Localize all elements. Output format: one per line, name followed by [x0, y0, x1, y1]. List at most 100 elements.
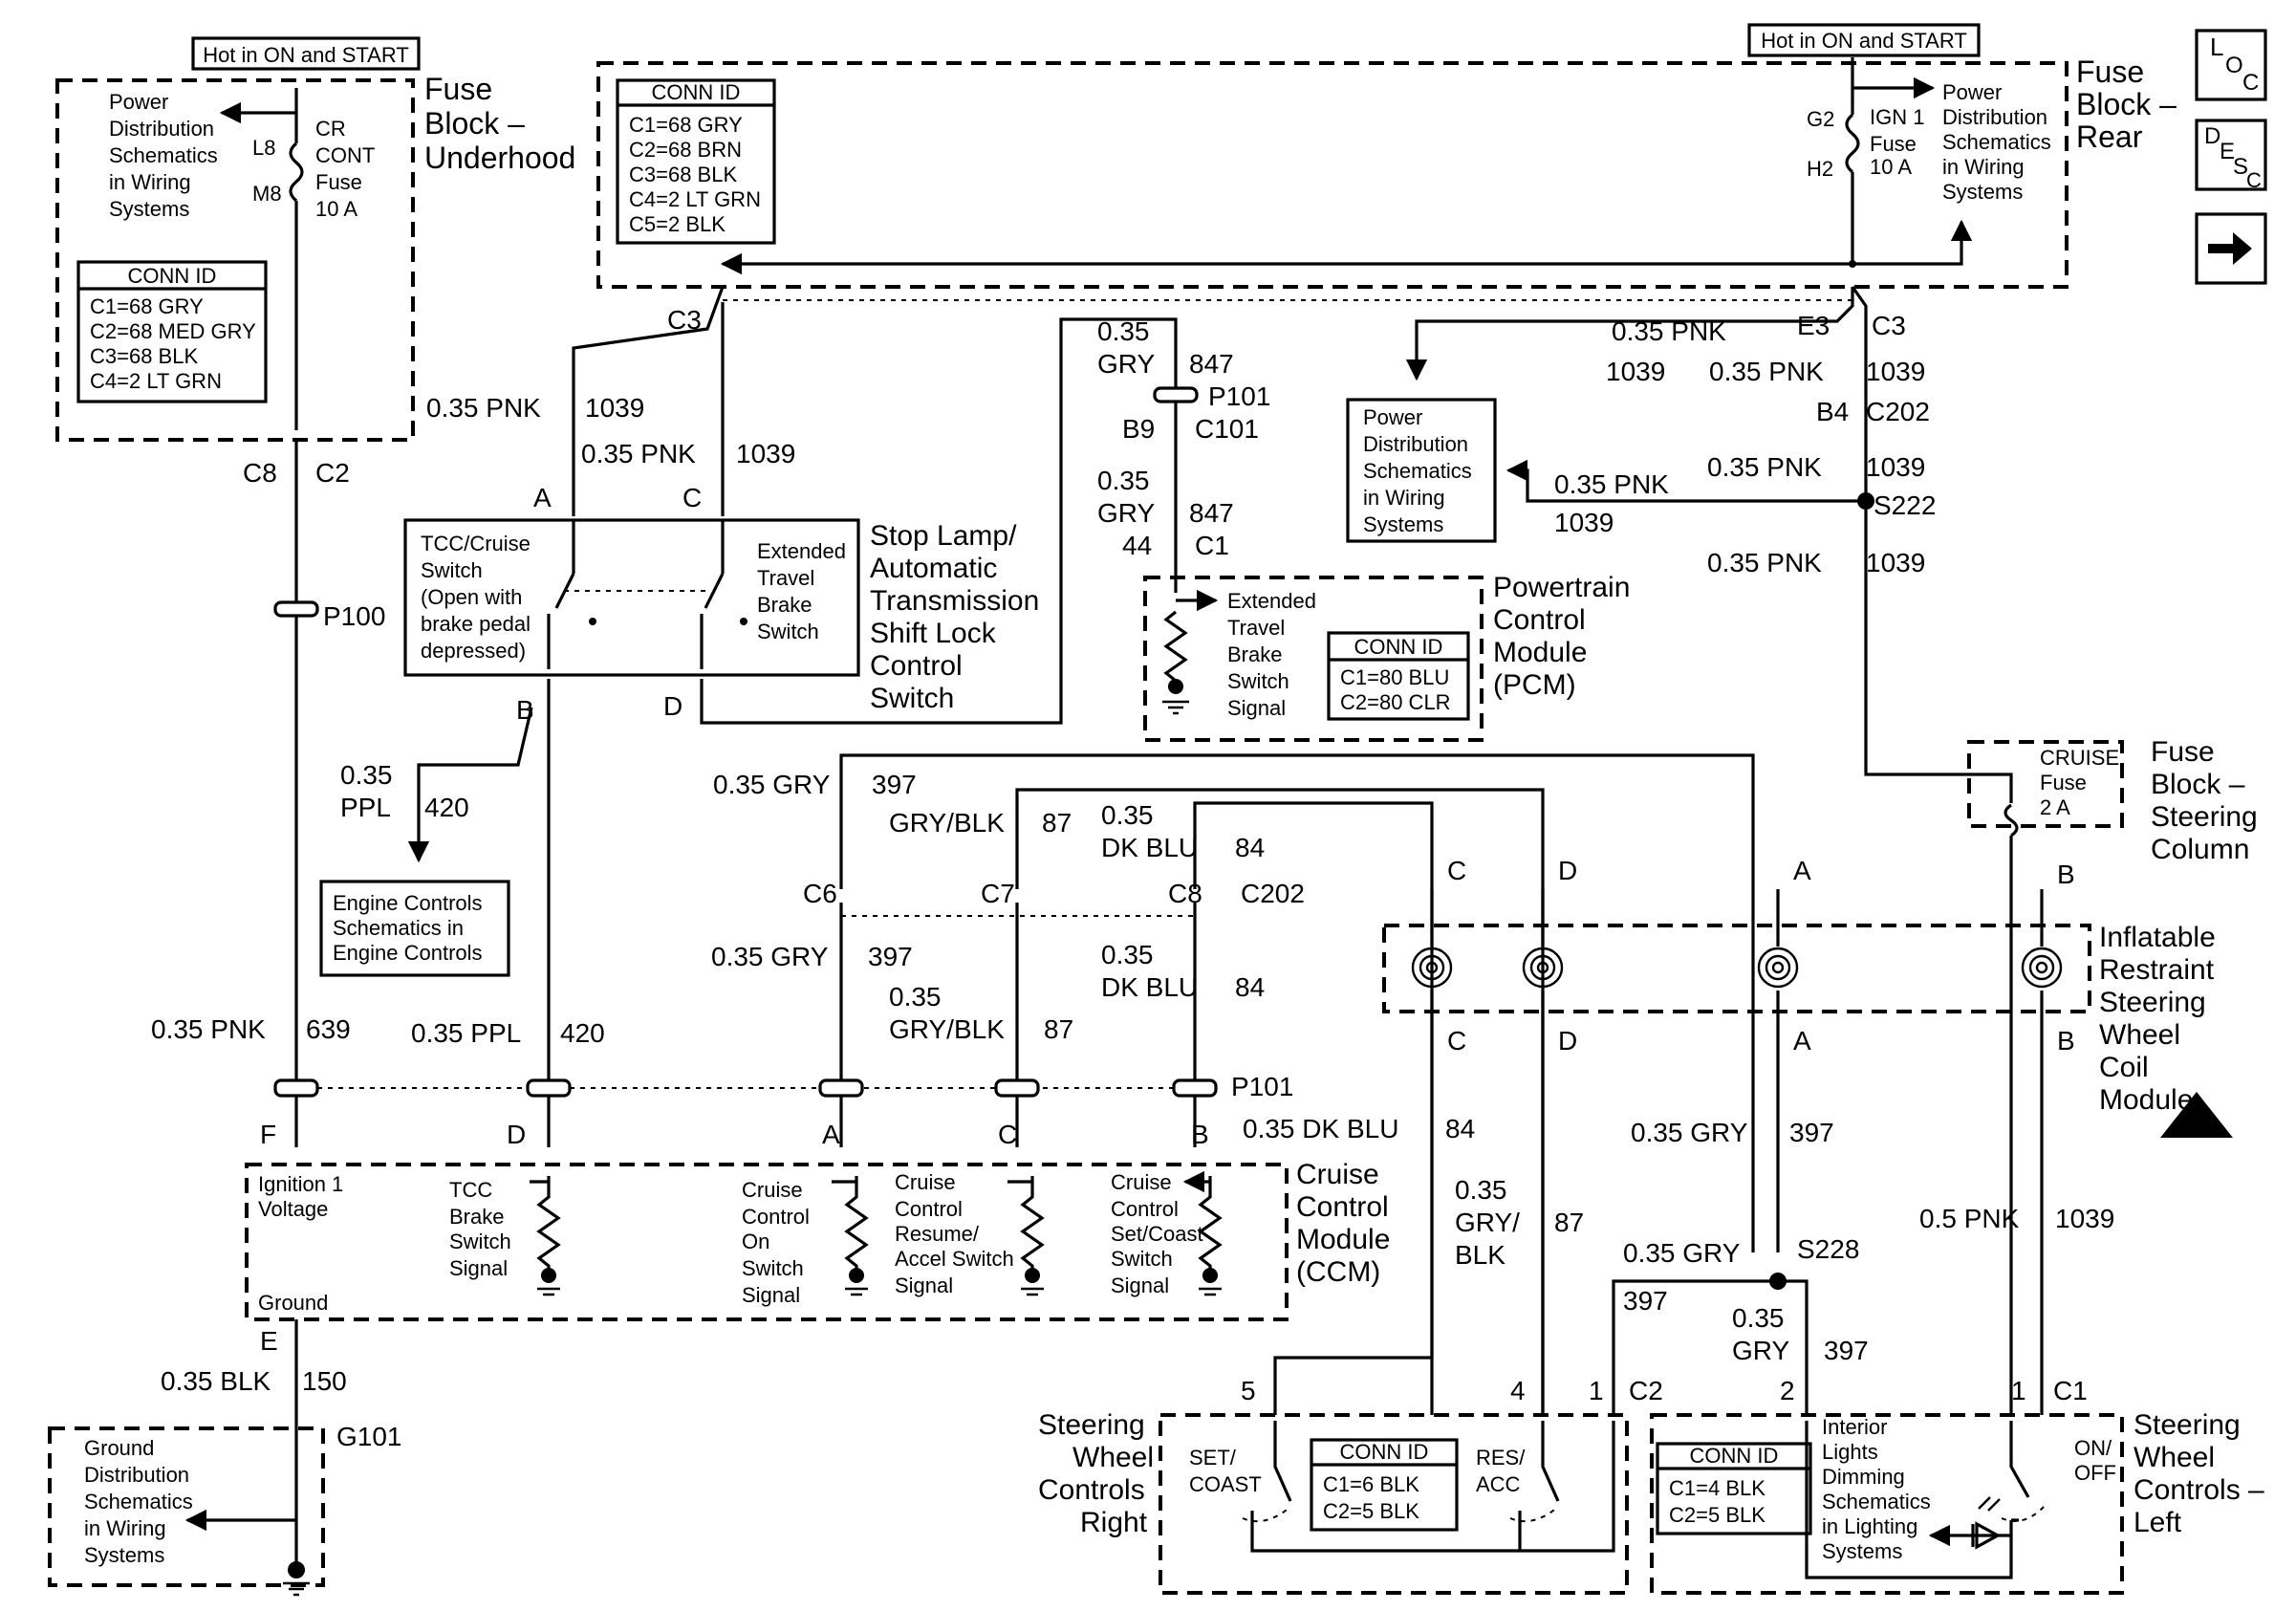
- svg-text:847: 847: [1189, 349, 1234, 379]
- svg-text:847: 847: [1189, 498, 1234, 528]
- svg-text:Switch: Switch: [757, 620, 819, 643]
- svg-text:depressed): depressed): [421, 639, 526, 663]
- svg-text:TCC/Cruise: TCC/Cruise: [421, 532, 531, 555]
- svg-text:Wheel: Wheel: [2134, 1442, 2215, 1473]
- svg-text:Coil: Coil: [2099, 1052, 2149, 1083]
- svg-text:Cruise: Cruise: [742, 1178, 803, 1202]
- svg-text:Extended: Extended: [757, 539, 846, 563]
- svg-text:Switch: Switch: [1111, 1247, 1173, 1271]
- svg-text:A: A: [822, 1120, 840, 1149]
- stop-lamp-switch: C3 0.35 PNK 1039 0.35 PNK 1039 A C B D T…: [319, 286, 1178, 1147]
- svg-text:C4=2 LT GRN: C4=2 LT GRN: [90, 369, 222, 393]
- svg-text:Hot in ON and START: Hot in ON and START: [1761, 29, 1967, 53]
- svg-text:Systems: Systems: [1363, 512, 1443, 536]
- svg-text:Power: Power: [1363, 405, 1422, 429]
- svg-text:C8: C8: [243, 458, 277, 488]
- svg-text:Power: Power: [109, 90, 168, 114]
- desc-button[interactable]: D E S C: [2195, 119, 2267, 192]
- svg-text:Ground: Ground: [258, 1291, 328, 1315]
- svg-text:L8: L8: [252, 136, 275, 160]
- svg-text:Module: Module: [2099, 1084, 2193, 1116]
- svg-text:Ignition 1: Ignition 1: [258, 1172, 343, 1196]
- svg-text:0.35 PPL: 0.35 PPL: [411, 1018, 521, 1048]
- svg-text:Signal: Signal: [1227, 696, 1286, 720]
- svg-text:C3: C3: [1872, 311, 1906, 340]
- svg-text:brake pedal: brake pedal: [421, 612, 531, 636]
- ground-section: E 0.35 BLK 150 G101 Ground Distribution …: [48, 1319, 402, 1597]
- svg-text:O: O: [2225, 53, 2243, 78]
- loc-button[interactable]: L O C: [2195, 29, 2267, 101]
- svg-text:CR: CR: [315, 117, 346, 141]
- svg-text:Control: Control: [742, 1205, 810, 1229]
- svg-text:Rear: Rear: [2076, 120, 2143, 154]
- svg-text:Block –: Block –: [424, 106, 525, 141]
- svg-text:Schematics: Schematics: [109, 143, 218, 167]
- svg-text:C: C: [2242, 70, 2259, 96]
- svg-text:Underhood: Underhood: [424, 141, 575, 175]
- svg-text:OFF: OFF: [2074, 1461, 2116, 1485]
- svg-text:0.35: 0.35: [1732, 1303, 1785, 1333]
- svg-text:Set/Coast: Set/Coast: [1111, 1222, 1203, 1246]
- svg-text:IGN 1: IGN 1: [1870, 105, 1924, 129]
- svg-text:D: D: [1558, 856, 1577, 885]
- svg-text:Right: Right: [1080, 1507, 1148, 1538]
- svg-text:Voltage: Voltage: [258, 1197, 328, 1221]
- svg-text:C2: C2: [315, 458, 350, 488]
- svg-text:S222: S222: [1874, 490, 1936, 520]
- svg-text:10 A: 10 A: [315, 197, 357, 221]
- svg-text:Travel: Travel: [757, 566, 814, 590]
- svg-text:Schematics: Schematics: [1822, 1490, 1931, 1513]
- svg-text:84: 84: [1445, 1114, 1475, 1143]
- svg-text:PPL: PPL: [340, 793, 391, 822]
- svg-text:87: 87: [1042, 808, 1072, 838]
- svg-text:C2=80 CLR: C2=80 CLR: [1340, 690, 1451, 714]
- svg-text:Steering: Steering: [2134, 1409, 2241, 1441]
- svg-text:0.35: 0.35: [889, 982, 942, 1012]
- svg-text:Cruise: Cruise: [1111, 1170, 1172, 1194]
- svg-text:2: 2: [1780, 1376, 1795, 1405]
- svg-text:S: S: [2233, 154, 2248, 180]
- svg-text:Schematics in: Schematics in: [333, 916, 464, 940]
- swc-left: Steering Wheel Controls – Left CONN ID C…: [1650, 1409, 2264, 1595]
- svg-text:SET/: SET/: [1189, 1446, 1237, 1469]
- svg-text:Transmission: Transmission: [870, 585, 1039, 617]
- svg-text:C1: C1: [1195, 531, 1229, 560]
- svg-text:Automatic: Automatic: [870, 553, 997, 584]
- svg-text:G2: G2: [1807, 107, 1834, 131]
- svg-text:in Wiring: in Wiring: [109, 170, 191, 194]
- svg-text:C1=4 BLK: C1=4 BLK: [1669, 1476, 1765, 1500]
- next-button[interactable]: [2195, 212, 2267, 285]
- svg-text:Distribution: Distribution: [109, 117, 214, 141]
- svg-text:TCC: TCC: [449, 1178, 492, 1202]
- svg-text:Steering: Steering: [1038, 1409, 1145, 1441]
- svg-text:On: On: [742, 1230, 769, 1253]
- svg-text:1039: 1039: [1866, 452, 1925, 482]
- svg-text:C6: C6: [803, 879, 837, 908]
- fuse-icon: [289, 142, 304, 203]
- svg-text:C5=2 BLK: C5=2 BLK: [629, 212, 726, 236]
- svg-text:1039: 1039: [1554, 508, 1614, 537]
- svg-text:A: A: [1793, 1026, 1811, 1056]
- svg-text:1039: 1039: [1866, 548, 1925, 577]
- svg-text:C2: C2: [1629, 1376, 1663, 1405]
- svg-text:B9: B9: [1122, 414, 1155, 444]
- svg-text:D: D: [663, 691, 682, 721]
- svg-text:Wheel: Wheel: [2099, 1019, 2180, 1051]
- svg-text:C3=68 BLK: C3=68 BLK: [90, 344, 198, 368]
- svg-text:1: 1: [2011, 1376, 2026, 1405]
- svg-text:Schematics: Schematics: [1363, 459, 1472, 483]
- svg-text:0.35 GRY: 0.35 GRY: [711, 942, 829, 971]
- svg-text:Travel: Travel: [1227, 616, 1285, 640]
- svg-text:Switch: Switch: [742, 1256, 804, 1280]
- svg-text:C3=68 BLK: C3=68 BLK: [629, 163, 737, 186]
- svg-text:Distribution: Distribution: [1363, 432, 1468, 456]
- svg-text:C: C: [1447, 1026, 1466, 1056]
- svg-text:Ground: Ground: [84, 1436, 154, 1460]
- svg-text:C: C: [998, 1120, 1017, 1149]
- svg-text:Signal: Signal: [895, 1274, 953, 1297]
- svg-text:(Open with: (Open with: [421, 585, 522, 609]
- svg-text:Control: Control: [870, 650, 963, 682]
- svg-text:Interior: Interior: [1822, 1415, 1887, 1439]
- svg-text:Systems: Systems: [1942, 180, 2023, 204]
- svg-text:Shift Lock: Shift Lock: [870, 618, 997, 649]
